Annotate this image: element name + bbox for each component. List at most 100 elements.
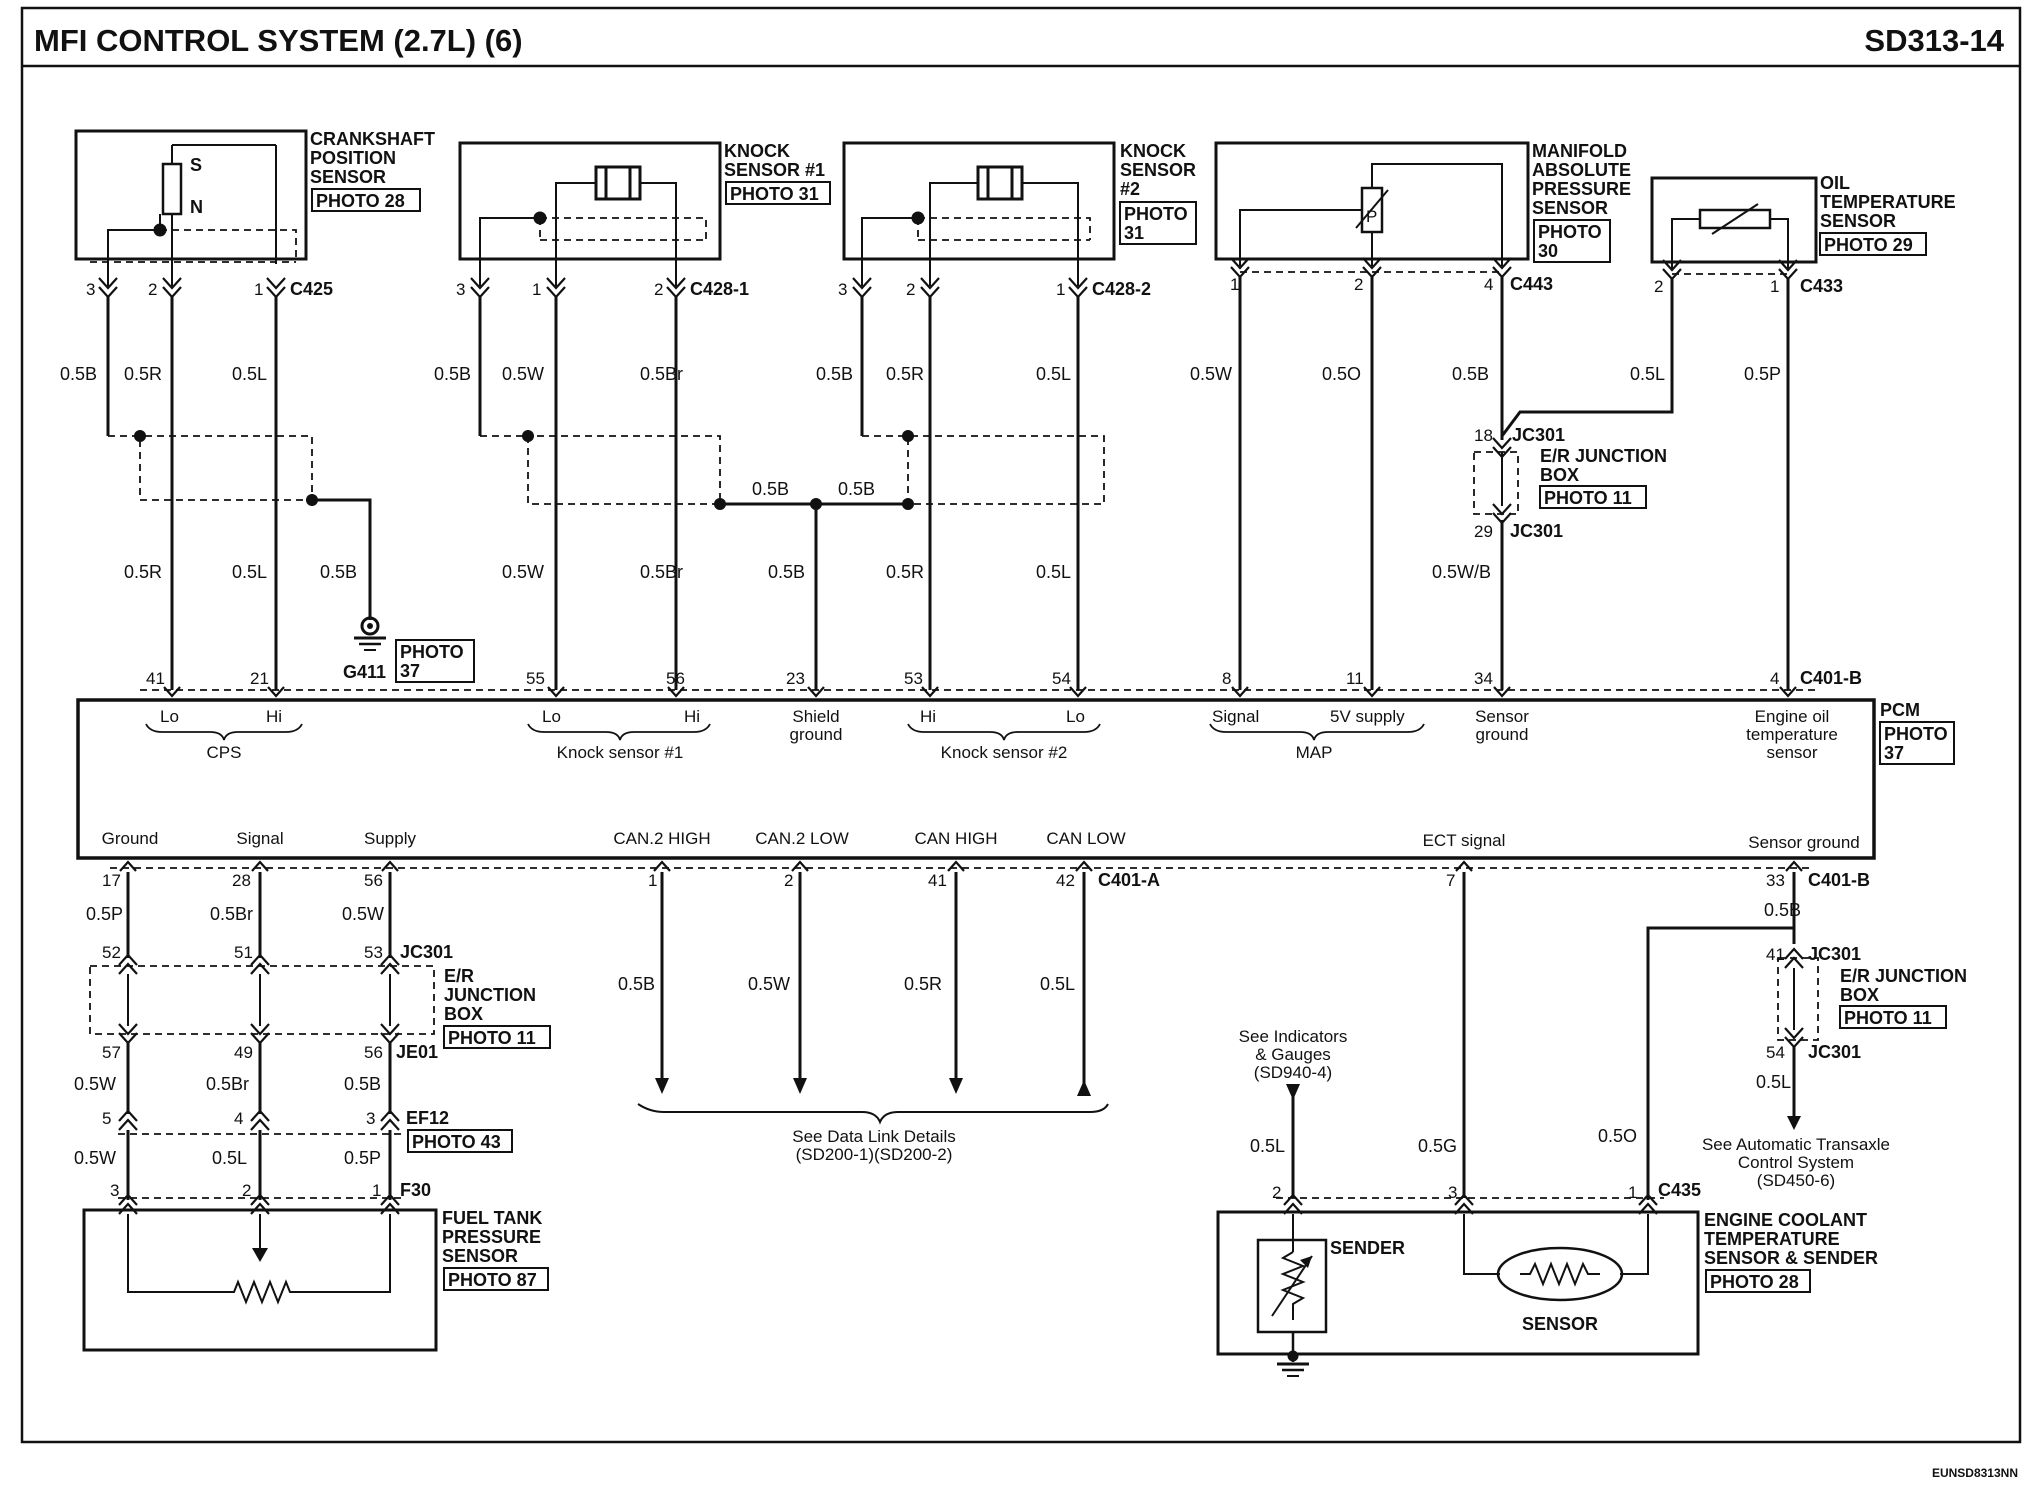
jb-left-photo: PHOTO 11 [448,1028,536,1048]
shield-wire-3: 0.5B [768,562,805,582]
pcm-photo-1: PHOTO [1884,724,1948,744]
ots-pin-2: 2 [1654,277,1663,296]
conn-c428-1: C428-1 [690,279,749,299]
pcm-map-name: MAP [1296,743,1333,762]
cps-name-2: POSITION [310,148,396,168]
ks2-name-1: KNOCK [1120,141,1186,161]
cps-wire-2: 0.5R [124,364,162,384]
pcm-ks1-name: Knock sensor #1 [557,743,684,762]
ks2-pin-2: 2 [906,280,915,299]
ks2-photo-1: PHOTO [1124,204,1188,224]
shield-wire-1: 0.5B [752,479,789,499]
pcm-pin-54: 54 [1052,669,1071,688]
jc-left-conn: JC301 [400,942,453,962]
footer-code: EUNSD8313NN [1932,1466,2018,1480]
data-link-note-1: See Data Link Details [792,1127,955,1146]
pcm-supply: Supply [364,829,416,848]
map-photo-1: PHOTO [1538,222,1602,242]
left-wire-7: 0.5W [74,1148,116,1168]
ks2-pin-3: 3 [838,280,847,299]
ef12-photo-box [407,1129,513,1153]
ots-pin-1: 1 [1770,277,1779,296]
jb-top-name-1: E/R JUNCTION [1540,446,1667,466]
ground-photo-1: PHOTO [400,642,464,662]
ks2-wire-2: 0.5R [886,364,924,384]
map-photo-2: 30 [1538,241,1558,261]
pcm-cps-name: CPS [207,743,242,762]
ef12-pin-4: 4 [234,1109,243,1128]
pcm-pin-8: 8 [1222,669,1231,688]
ects-name-1: ENGINE COOLANT [1704,1210,1867,1230]
jc-left-pin-52: 52 [102,943,121,962]
knock-sensor-1 [458,141,722,286]
ks1-wire-4: 0.5W [502,562,544,582]
jb-right-name-1: E/R JUNCTION [1840,966,1967,986]
pcm-pin-21: 21 [250,669,269,688]
pcm-photo-box [1879,721,1955,765]
pcm-pin-34: 34 [1474,669,1493,688]
jc-left-pin-53: 53 [364,943,383,962]
pcm-pin-53: 53 [904,669,923,688]
ks2-wire-5: 0.5L [1036,562,1071,582]
cps-name-3: SENSOR [310,167,386,187]
ground-photo-2: 37 [400,661,420,681]
map-wire-4: 0.5W/B [1432,562,1491,582]
ects-photo-box [1705,1269,1811,1293]
ks1-pin-2: 2 [654,280,663,299]
c435-pin-3: 3 [1448,1183,1457,1202]
ks1-wire-2: 0.5W [502,364,544,384]
pcm-pin-56: 56 [666,669,685,688]
data-link-note-2: (SD200-1)(SD200-2) [796,1145,953,1164]
left-wire-2: 0.5Br [210,904,253,924]
jc-right-pin-41: 41 [1766,945,1785,964]
map-name-1: MANIFOLD [1532,141,1627,161]
sg-right-wire-1: 0.5B [1764,900,1801,920]
cps-pin-2: 2 [148,280,157,299]
map-name-3: PRESSURE [1532,179,1631,199]
pcm-pin-17: 17 [102,871,121,890]
ks1-pin-1: 1 [532,280,541,299]
map-wires [1229,256,1519,690]
ftps-photo: PHOTO 87 [448,1270,537,1290]
transaxle-note-1: See Automatic Transaxle [1702,1135,1890,1154]
pcm-pin-42: 42 [1056,871,1075,890]
cps-wire-4: 0.5R [124,562,162,582]
jb-top-name-2: BOX [1540,465,1579,485]
ks2-wires [851,276,1105,690]
ks1-wire-5: 0.5Br [640,562,683,582]
conn-je01: JE01 [396,1042,438,1062]
ef12-pin-5: 5 [102,1109,111,1128]
ks2-photo-box [1119,201,1197,245]
can-wire-3: 0.5R [904,974,942,994]
pcm-pin-11: 11 [1346,669,1364,688]
conn-f30: F30 [400,1180,431,1200]
je01-pin-57: 57 [102,1043,121,1062]
left-wire-6: 0.5B [344,1074,381,1094]
pcm-pin-41: 41 [146,669,165,688]
can-wire-4: 0.5L [1040,974,1075,994]
ots-photo: PHOTO 29 [1824,235,1913,255]
pcm-box [76,698,1876,860]
indicators-note-2: & Gauges [1255,1045,1331,1064]
can-wire-2: 0.5W [748,974,790,994]
pcm-bottom-pins [110,860,1810,873]
ect-sender-label: SENDER [1330,1238,1405,1258]
diagram-code: SD313-14 [1864,23,2004,58]
pcm-pin-23: 23 [786,669,805,688]
ots-name-1: OIL [1820,173,1850,193]
left-wire-8: 0.5L [212,1148,247,1168]
pcm-can2-high: CAN.2 HIGH [613,829,710,848]
map-pin-1: 1 [1230,275,1239,294]
jb-right-name-2: BOX [1840,985,1879,1005]
ks2-pin-1: 1 [1056,280,1065,299]
ks1-wire-3: 0.5Br [640,364,683,384]
ect-sensor-sender [1216,1193,1700,1377]
ftps-name-2: PRESSURE [442,1227,541,1247]
pcm-pin-7: 7 [1446,871,1455,890]
pcm-can-low: CAN LOW [1046,829,1125,848]
ks2-wire-4: 0.5R [886,562,924,582]
pcm-name: PCM [1880,700,1920,720]
conn-c401-b-bottom: C401-B [1808,870,1870,890]
conn-c435: C435 [1658,1180,1701,1200]
jc-top-pin-29: 29 [1474,522,1493,541]
